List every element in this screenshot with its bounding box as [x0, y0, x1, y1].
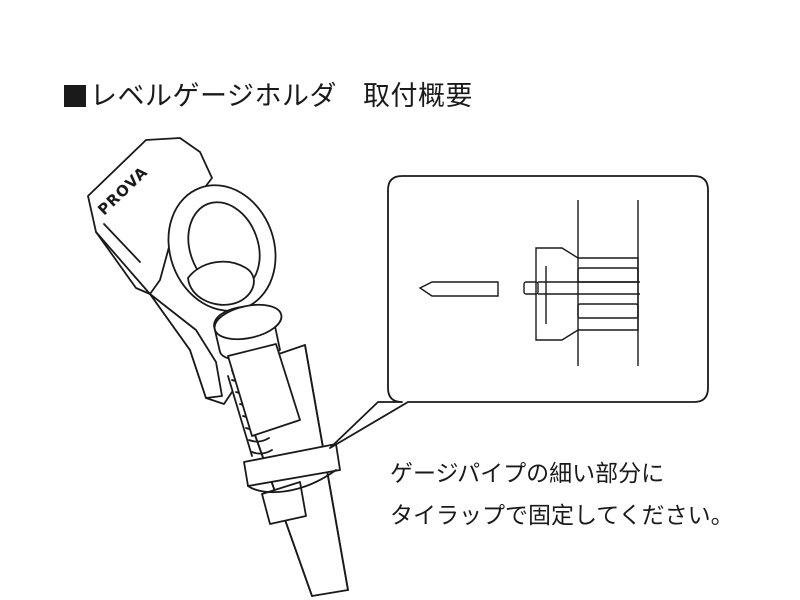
instruction-line-2: タイラップで固定してください。 [390, 503, 734, 529]
title-main: レベルゲージホルダ [90, 81, 337, 112]
instruction-line-1: ゲージパイプの細い部分に [390, 461, 665, 487]
title-sub: 取付概要 [362, 81, 473, 112]
gauge-ring [167, 184, 277, 312]
page-title: レベルゲージホルダ取付概要 [64, 74, 473, 113]
square-bullet-icon [64, 85, 86, 107]
detail-callout [329, 175, 709, 449]
tie-wrap [243, 443, 341, 525]
instruction-text: ゲージパイプの細い部分に タイラップで固定してください。 [390, 453, 734, 537]
pipe-collar [213, 303, 301, 437]
